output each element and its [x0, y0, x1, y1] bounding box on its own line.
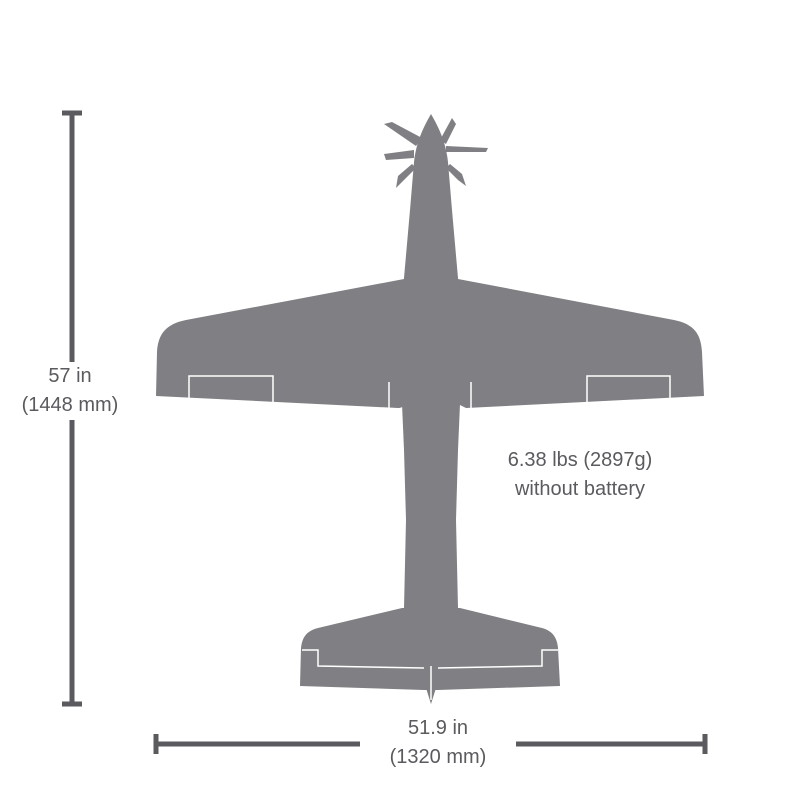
- propeller-blade-icon: [384, 122, 422, 146]
- height-label: 57 in (1448 mm): [8, 362, 132, 420]
- wingspan-label: 51.9 in (1320 mm): [360, 714, 516, 772]
- propeller-blade-icon: [446, 164, 466, 186]
- control-surface-lines: [188, 375, 671, 700]
- left-elevator-outline: [302, 649, 425, 669]
- height-imperial-text: 57 in: [48, 365, 92, 387]
- weight-label: 6.38 lbs (2897g) without battery: [470, 446, 690, 504]
- propeller-blade-icon: [440, 118, 456, 144]
- fuselage-shape: [402, 114, 460, 704]
- left-aileron-outline: [188, 375, 274, 402]
- main-wing-shape: [156, 279, 704, 408]
- tail-stabilizer-shape: [300, 608, 560, 690]
- right-elevator-outline: [437, 649, 558, 669]
- propeller-blade-icon: [446, 146, 488, 152]
- height-metric-text: (1448 mm): [21, 394, 119, 416]
- right-aileron-outline: [586, 375, 671, 402]
- airplane-silhouette-icon: [156, 114, 704, 704]
- wingspan-imperial-text: 51.9 in: [407, 717, 469, 739]
- propeller-blade-icon: [384, 150, 414, 160]
- wingspan-metric-text: (1320 mm): [389, 746, 487, 768]
- propeller-blade-icon: [396, 164, 416, 188]
- weight-note-text: without battery: [514, 478, 646, 500]
- weight-value-text: 6.38 lbs (2897g): [507, 449, 653, 471]
